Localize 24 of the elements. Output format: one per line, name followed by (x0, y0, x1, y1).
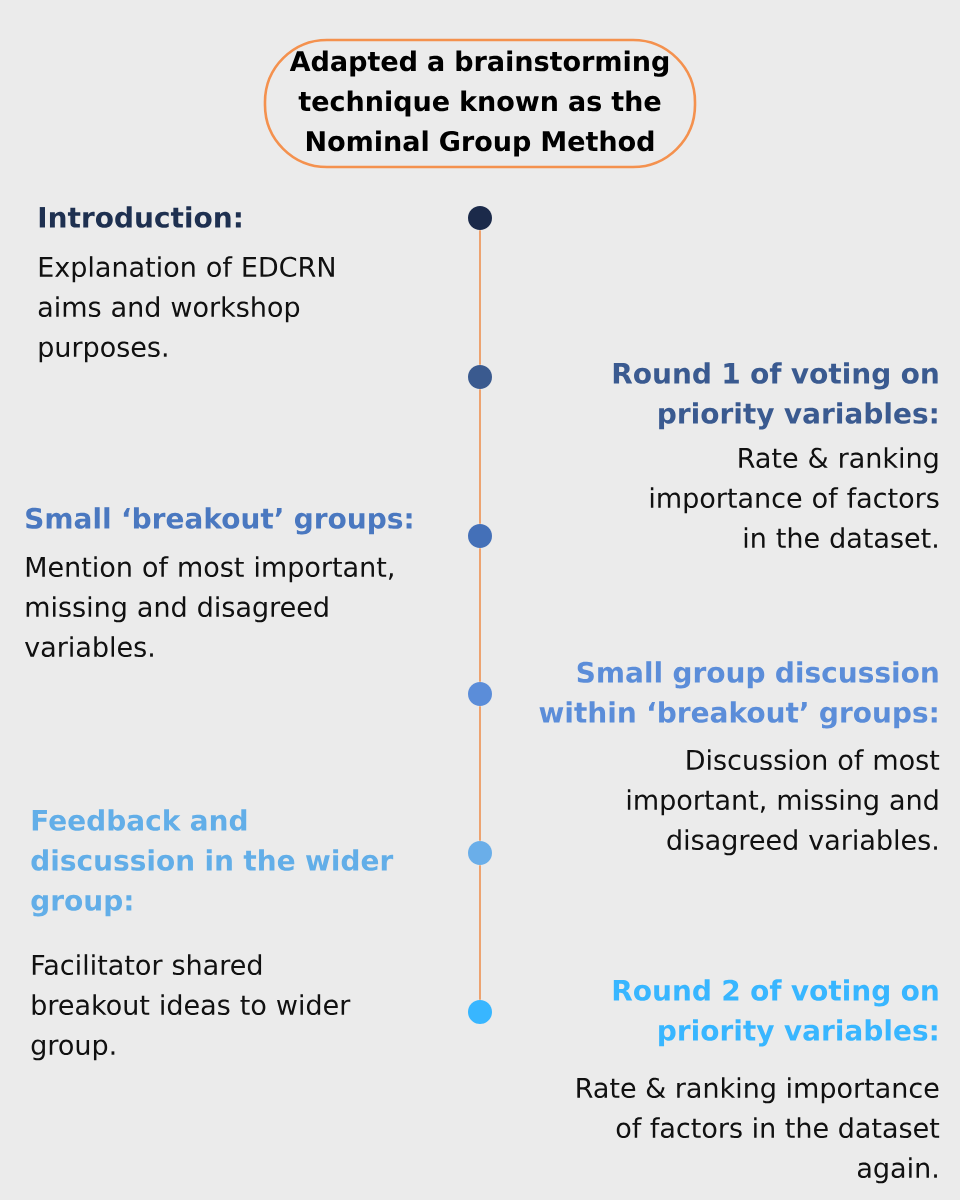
timeline-dot (468, 524, 492, 548)
timeline-dot (468, 1000, 492, 1024)
title-box: Adapted a brainstorming technique known as the Nominal Group Method (263, 38, 697, 169)
timeline-line (479, 388, 481, 525)
step-heading: Introduction: (39, 206, 241, 228)
timeline-line (479, 864, 481, 1001)
step-description: Mention of most important, missing and disagreed variables. (25, 556, 393, 658)
step-heading: Small group discussion within ‘breakout’ groups: (539, 661, 938, 729)
step-description: Rate & ranking importance of factors in the dataset again. (577, 1077, 940, 1184)
step-heading: Round 1 of voting on priority variables: (613, 362, 938, 430)
step-heading: Feedback and discussion in the wider group: (31, 809, 394, 917)
step-heading: Round 2 of voting on priority variables: (613, 979, 938, 1047)
timeline-line (479, 547, 481, 683)
timeline-dot (468, 365, 492, 389)
timeline-dot (468, 206, 492, 230)
timeline-dot (468, 841, 492, 865)
timeline-dot (468, 682, 492, 706)
timeline-line (479, 229, 481, 366)
step-description: Rate & ranking importance of factors in the dataset. (650, 447, 939, 549)
step-description: Discussion of most important, missing and disagreed variables. (627, 749, 940, 856)
step-description: Facilitator shared breakout ideas to wider group. (31, 954, 351, 1061)
timeline-line (479, 705, 481, 842)
step-description: Explanation of EDCRN aims and workshop purposes. (38, 256, 334, 363)
step-heading: Small ‘breakout’ groups: (26, 507, 412, 535)
